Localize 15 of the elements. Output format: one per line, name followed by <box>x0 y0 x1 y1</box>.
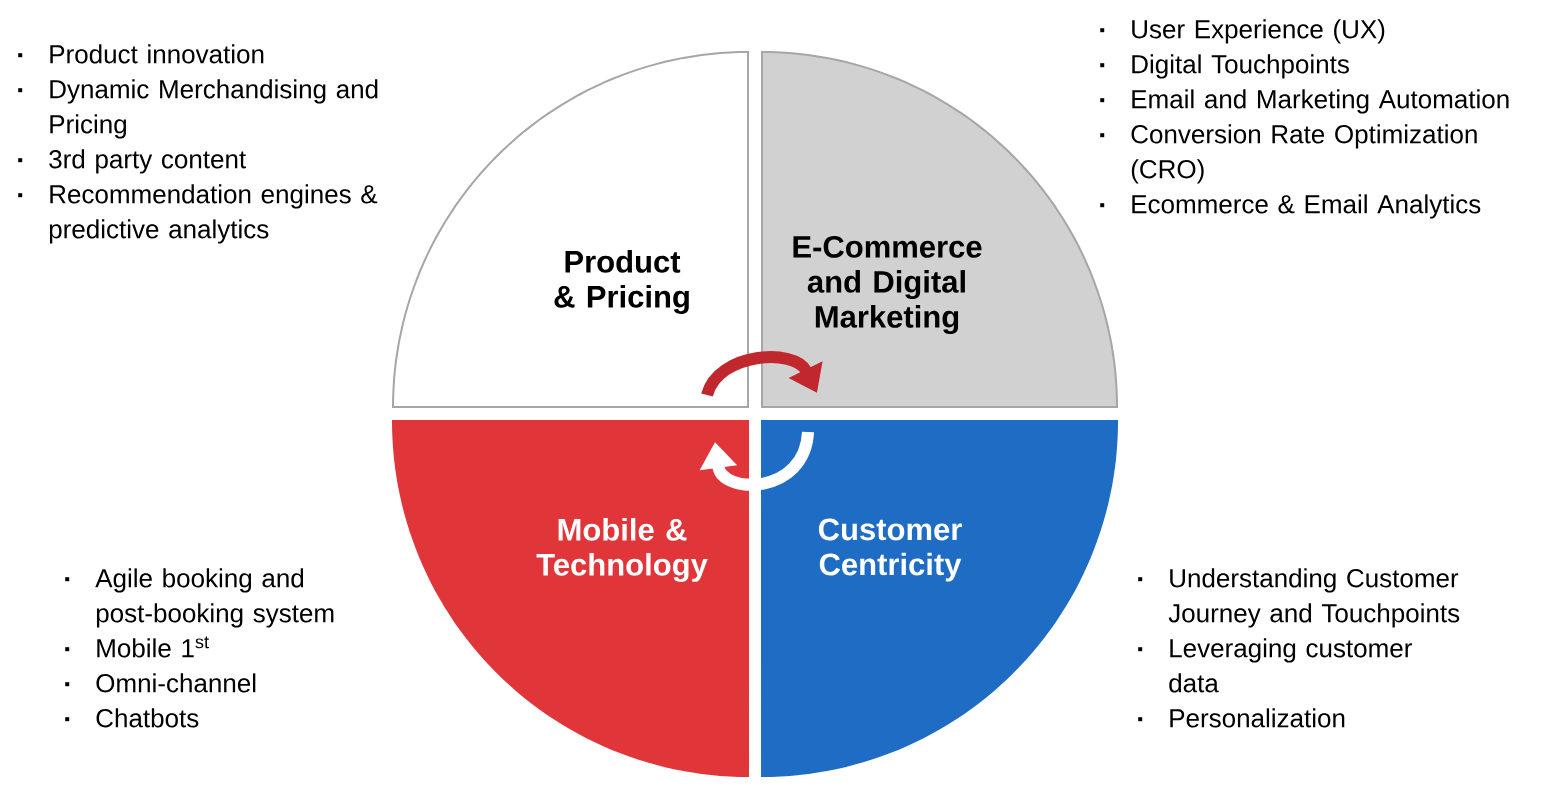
bullet-item: Product innovation <box>18 44 264 64</box>
bullet-item: Personalization <box>1138 708 1345 728</box>
quadrant: Customer Centricity <box>761 420 1119 777</box>
bullet-item: User Experience (UX) <box>1100 19 1385 44</box>
bullet-item: Chatbots <box>65 708 199 728</box>
bullet-item: Mobile 1$^{st}$ <box>65 636 209 658</box>
bullet-item: Agile booking and post-booking system <box>65 568 334 628</box>
bullet-item: Leveraging customer data <box>1138 638 1412 693</box>
bullet-item: Understanding Customer Journey and Touchpoints <box>1138 568 1460 628</box>
quadrant: Mobile & Technology <box>392 420 749 777</box>
curved-arrow <box>699 431 814 491</box>
bullet-item: Dynamic Merchandising and Pricing <box>18 79 378 139</box>
bullet-item: Recommendation engines & predictive analytics <box>18 184 378 244</box>
bullet-item: Omni-channel <box>65 673 256 693</box>
bullet-item: 3rd party content <box>18 149 246 174</box>
